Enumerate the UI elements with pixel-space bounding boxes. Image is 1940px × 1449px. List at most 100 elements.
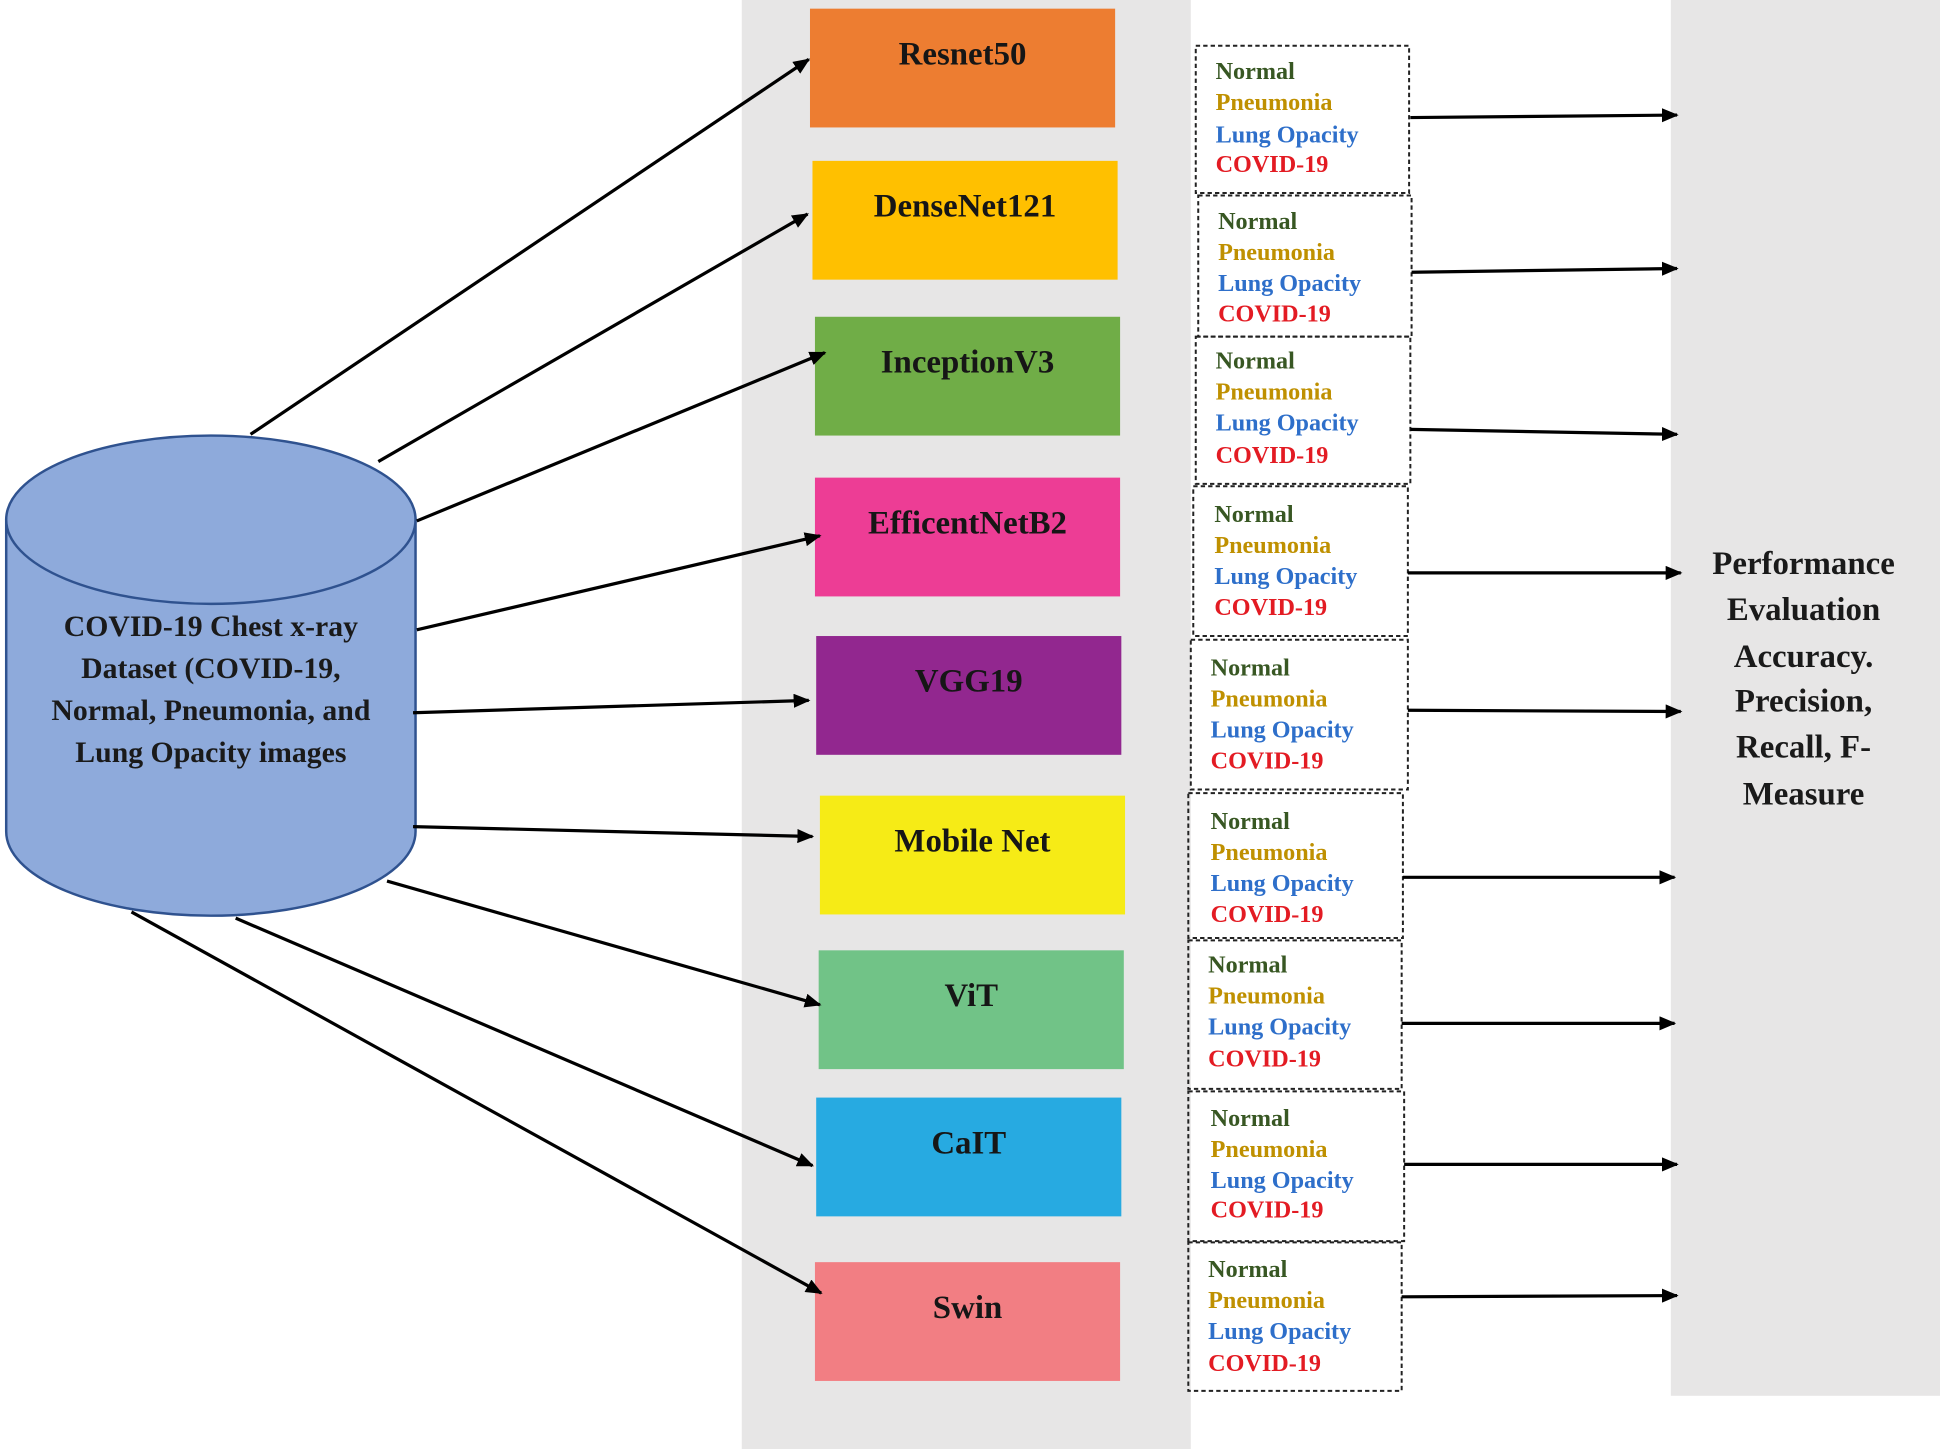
class-label-normal: Normal (1218, 208, 1297, 235)
model-swin: Swin (814, 1262, 1121, 1381)
class-label-pneumonia: Pneumonia (1208, 1287, 1325, 1314)
class-label-normal: Normal (1211, 808, 1290, 835)
model-box-inceptionv3 (814, 316, 1121, 436)
output-to-evaluation-arrows (1401, 108, 1683, 1303)
class-label-lung-opacity: Lung Opacity (1218, 270, 1361, 297)
class-label-normal: Normal (1214, 501, 1293, 528)
dataset-to-model-arrows (130, 58, 827, 1295)
class-label-lung-opacity: Lung Opacity (1211, 1167, 1354, 1194)
arrow-resnet50-to-evaluation (1410, 108, 1679, 123)
model-box-mobile-net (819, 795, 1126, 915)
class-label-covid-19: COVID-19 (1218, 301, 1331, 328)
arrow-dataset-to-vgg19 (413, 693, 811, 715)
output-box (1187, 792, 1404, 939)
output-box (1189, 638, 1409, 791)
arrow-dataset-to-resnet50 (249, 58, 811, 436)
output-box (1187, 1090, 1406, 1243)
class-label-covid-19: COVID-19 (1211, 901, 1324, 928)
output-classes-inceptionv3: Normal Pneumonia Lung Opacity COVID-19 (1194, 335, 1412, 485)
model-box-resnet50 (809, 8, 1116, 128)
model-resnet50: Resnet50 (809, 8, 1116, 128)
model-label-vgg19: VGG19 (915, 664, 1023, 700)
arrow-vgg19-to-evaluation (1407, 704, 1683, 719)
class-label-lung-opacity: Lung Opacity (1216, 410, 1359, 437)
output-classes-densenet121: Normal Pneumonia Lung Opacity COVID-19 (1197, 194, 1413, 338)
evaluation-line-5: Recall, F- (1736, 729, 1871, 765)
class-label-normal: Normal (1216, 58, 1295, 85)
class-label-normal: Normal (1216, 348, 1295, 375)
class-label-lung-opacity: Lung Opacity (1214, 563, 1357, 590)
output-box (1194, 335, 1412, 485)
model-label-densenet121: DenseNet121 (874, 189, 1057, 225)
output-box (1187, 939, 1403, 1090)
class-label-covid-19: COVID-19 (1208, 1350, 1321, 1377)
model-box-densenet121 (812, 160, 1118, 280)
class-label-lung-opacity: Lung Opacity (1211, 870, 1354, 897)
dataset-label: COVID-19 Chest x-ray Dataset (COVID-19, … (51, 611, 371, 769)
evaluation-line-6: Measure (1743, 776, 1865, 812)
class-label-pneumonia: Pneumonia (1211, 839, 1328, 866)
evaluation-line-3: Accuracy. (1734, 639, 1874, 675)
output-classes-cait: Normal Pneumonia Lung Opacity COVID-19 (1187, 1090, 1406, 1243)
model-label-efficentnetb2: EfficentNetB2 (868, 505, 1067, 541)
class-label-normal: Normal (1211, 655, 1290, 682)
class-label-covid-19: COVID-19 (1216, 151, 1329, 178)
model-densenet121: DenseNet121 (812, 160, 1118, 280)
model-box-cait (816, 1097, 1122, 1217)
arrow-dataset-to-mobile-net (413, 824, 815, 844)
class-label-covid-19: COVID-19 (1211, 1197, 1324, 1224)
model-label-cait: CaIT (931, 1125, 1006, 1161)
model-label-inceptionv3: InceptionV3 (881, 344, 1054, 380)
output-classes-vgg19: Normal Pneumonia Lung Opacity COVID-19 (1189, 638, 1409, 791)
output-box (1192, 485, 1409, 638)
dataset-cylinder-body (4, 518, 417, 917)
model-box-efficentnetb2 (814, 477, 1121, 597)
output-class-boxes: Normal Pneumonia Lung Opacity COVID-19 N… (1187, 44, 1413, 1392)
class-label-pneumonia: Pneumonia (1216, 379, 1333, 406)
output-box (1187, 1241, 1403, 1392)
class-label-covid-19: COVID-19 (1211, 747, 1324, 774)
class-label-pneumonia: Pneumonia (1216, 89, 1333, 116)
model-mobile-net: Mobile Net (819, 795, 1126, 915)
arrow-swin-to-evaluation (1401, 1288, 1679, 1303)
class-label-covid-19: COVID-19 (1214, 594, 1327, 621)
evaluation-line-2: Evaluation (1727, 592, 1880, 628)
output-box (1197, 194, 1413, 338)
class-label-normal: Normal (1208, 1256, 1287, 1283)
model-label-resnet50: Resnet50 (899, 36, 1027, 72)
output-box (1194, 44, 1411, 195)
dataset-cylinder (4, 434, 417, 917)
evaluation-line-4: Precision, (1735, 684, 1872, 720)
dataset-cylinder-top (4, 434, 417, 606)
dataset-label-line-4: Lung Opacity images (75, 737, 346, 769)
output-classes-efficentnetb2: Normal Pneumonia Lung Opacity COVID-19 (1192, 485, 1409, 638)
model-vit: ViT (818, 950, 1124, 1070)
class-label-pneumonia: Pneumonia (1211, 1136, 1328, 1163)
arrow-dataset-to-cait (235, 916, 815, 1168)
arrow-dataset-to-efficentnetb2 (416, 532, 822, 632)
dataset-label-line-3: Normal, Pneumonia, and (51, 695, 371, 727)
class-label-covid-19: COVID-19 (1216, 442, 1329, 469)
class-label-pneumonia: Pneumonia (1211, 686, 1328, 713)
arrow-inceptionv3-to-evaluation (1410, 426, 1679, 442)
class-label-pneumonia: Pneumonia (1218, 239, 1335, 266)
class-label-pneumonia: Pneumonia (1214, 532, 1331, 559)
evaluation-panel (1670, 0, 1940, 1396)
arrow-dataset-to-inceptionv3 (416, 351, 827, 523)
class-label-pneumonia: Pneumonia (1208, 983, 1325, 1010)
class-label-normal: Normal (1208, 952, 1287, 979)
model-boxes: Resnet50 DenseNet121 InceptionV3 Efficen… (809, 8, 1126, 1381)
class-label-lung-opacity: Lung Opacity (1208, 1318, 1351, 1345)
class-label-lung-opacity: Lung Opacity (1211, 717, 1354, 744)
model-inceptionv3: InceptionV3 (814, 316, 1121, 436)
arrow-dataset-to-vit (386, 879, 822, 1008)
output-classes-vit: Normal Pneumonia Lung Opacity COVID-19 (1187, 939, 1403, 1090)
model-label-swin: Swin (933, 1290, 1002, 1326)
model-label-vit: ViT (944, 978, 998, 1014)
model-cait: CaIT (816, 1097, 1122, 1217)
class-label-normal: Normal (1211, 1105, 1290, 1132)
arrow-dataset-to-swin (130, 910, 823, 1295)
dataset-label-line-2: Dataset (COVID-19, (81, 653, 340, 685)
evaluation-label: Performance Evaluation Accuracy. Precisi… (1712, 546, 1895, 812)
